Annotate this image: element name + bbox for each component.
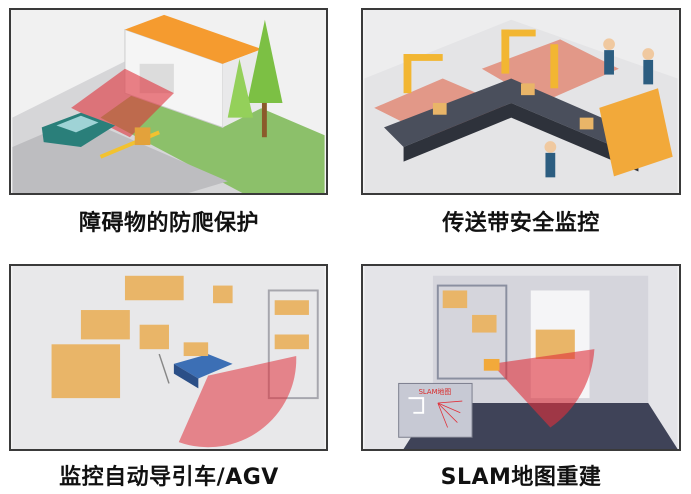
slam-map-label: SLAM地图 xyxy=(419,387,452,396)
caption-obstacle: 障碍物的防爬保护 xyxy=(78,211,259,236)
conveyor-illustration xyxy=(364,10,678,193)
panel-conveyor-monitoring xyxy=(361,8,681,195)
caption-conveyor: 传送带安全监控 xyxy=(442,211,600,236)
caption-slam: SLAM地图重建 xyxy=(440,465,602,490)
panel-obstacle-protection xyxy=(9,8,328,195)
panel-agv-monitoring xyxy=(9,264,328,451)
obstacle-illustration xyxy=(12,10,325,193)
caption-agv: 监控自动导引车/AGV xyxy=(59,465,279,490)
slam-illustration: SLAM地图 xyxy=(364,266,678,449)
agv-illustration xyxy=(12,266,325,449)
panel-slam-mapping: SLAM地图 xyxy=(361,264,681,451)
